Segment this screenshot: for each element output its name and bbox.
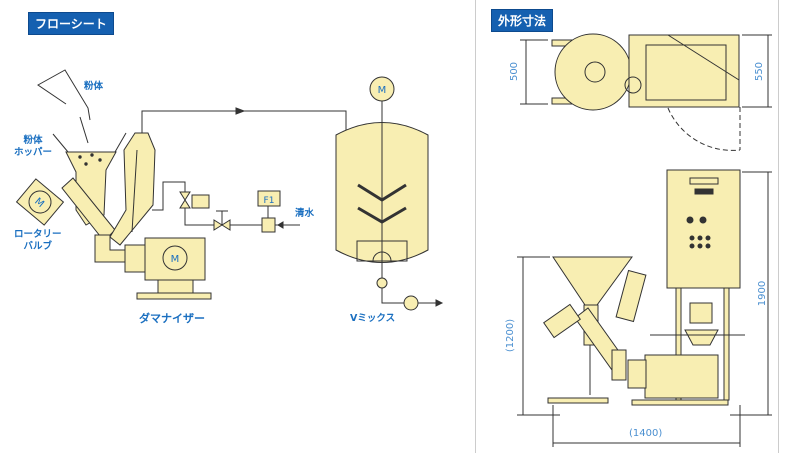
damanizer-pump: M <box>124 237 212 300</box>
v-mix-tank: M <box>335 76 429 265</box>
pump-motor <box>644 354 719 399</box>
tank-outlet <box>376 265 444 311</box>
flow-arrow <box>235 107 246 115</box>
flow-sheet-title: フローシート <box>28 12 114 35</box>
divider-left <box>475 0 476 453</box>
rotary-valve-motor: M <box>15 178 65 226</box>
front-view <box>517 169 772 447</box>
flow-indicator-label: F1 <box>264 196 275 206</box>
dim-top-depth: 550 <box>754 61 766 82</box>
hopper-cone <box>552 256 633 306</box>
top-view <box>520 33 772 151</box>
rotary-valve-label-line2: バルブ <box>23 241 53 252</box>
damanizer-label: ダマナイザー <box>139 312 205 325</box>
divider-right <box>778 0 779 453</box>
water-line <box>152 181 300 233</box>
clean-water-label: 清水 <box>295 208 315 219</box>
dim-height-hopper: (1200) <box>505 318 517 353</box>
powder-arrow <box>79 116 89 144</box>
dim-height-total: 1900 <box>757 280 769 307</box>
powder-hopper-label-line1: 粉体 <box>23 135 43 146</box>
recirculation-pipe <box>141 110 347 140</box>
powder-hopper-label-line2: ホッパー <box>14 147 53 158</box>
dimensions-title: 外形寸法 <box>491 9 554 32</box>
powder-bag <box>37 69 91 121</box>
v-mix-label: Vミックス <box>350 313 396 324</box>
dim-length: (1400) <box>629 428 663 439</box>
eductor <box>109 132 156 246</box>
control-panel <box>666 169 741 289</box>
rotary-valve-label: ロータリー バルブ <box>14 229 62 253</box>
motor-label: M <box>171 254 180 265</box>
motor-label: M <box>378 85 387 96</box>
powder-label: 粉体 <box>84 81 104 92</box>
powder-hopper-label: 粉体 ホッパー <box>14 135 52 159</box>
rotary-valve-label-line1: ロータリー <box>14 229 62 240</box>
dim-top-width: 500 <box>509 61 521 82</box>
